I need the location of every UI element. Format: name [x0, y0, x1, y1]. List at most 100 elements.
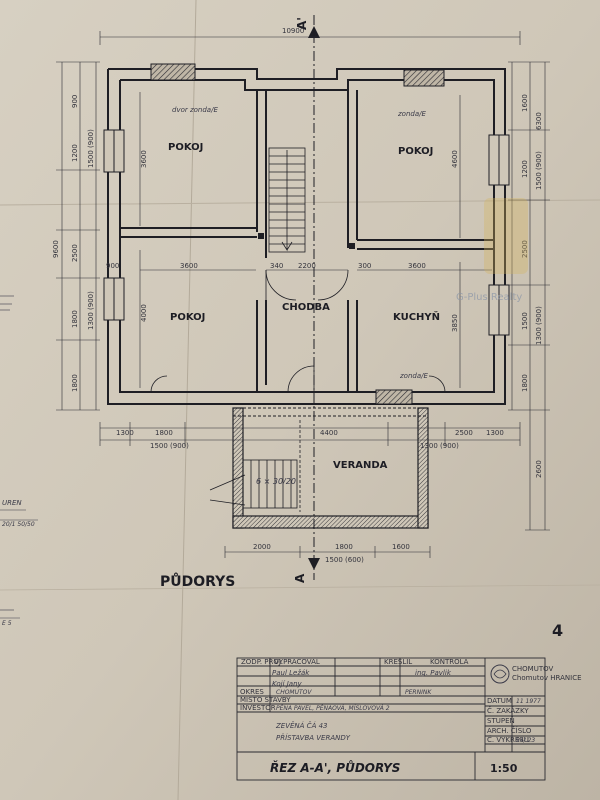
left-margin-marks [0, 295, 38, 619]
left-margin-text-1: UREN [2, 499, 22, 507]
tb-drawing-name: ŘEZ A-A', PŮDORYS [270, 760, 400, 775]
dim-right-total: 6300 [535, 112, 543, 130]
dim-right-6: 1300 (900) [535, 306, 543, 345]
section-marker-top: A' [295, 17, 309, 30]
room-label-pokoj-top-right: POKOJ [398, 146, 433, 157]
tb-name-2: Kojí Jany [272, 680, 303, 688]
dim-left-6: 1300 (900) [87, 291, 95, 330]
drawing-title: PŮDORYS [160, 572, 235, 590]
fold-line-horizontal-2 [0, 584, 600, 591]
chimney-kitchen [375, 389, 413, 405]
tb-header-3: KRESLIL [384, 658, 412, 666]
dim-veranda-2: 1800 [335, 543, 353, 551]
room-label-chodba: CHODBA [282, 302, 330, 313]
dim-room-kit-v: 3850 [451, 314, 459, 332]
dim-right-4: 2500 [521, 240, 529, 258]
tb-description-1: ZEVĚNÁ ČÁ 43 [275, 721, 328, 730]
tb-header-1: ZODP. PROJ. [241, 658, 283, 666]
room-label-pokoj-bottom-left: POKOJ [170, 312, 205, 323]
dim-right-3: 1500 (900) [535, 151, 543, 190]
column-marker [258, 233, 264, 239]
room-label-kuchyn: KUCHYŇ [393, 310, 440, 323]
door-swings [150, 269, 446, 393]
watermark-text: G-Plus Realty [456, 292, 522, 303]
note-stairs: 6 × 30/20 [256, 477, 296, 486]
dim-bottom-3: 1500 (900) [150, 442, 189, 450]
tb-field-5: Č. VÝKRESU [487, 735, 529, 744]
dim-room-bl-v: 4000 [140, 304, 148, 322]
tb-label-okres: OKRES [240, 688, 264, 696]
dim-bottom-5: 2500 [455, 429, 473, 437]
title-block [236, 657, 546, 781]
tb-value-date: 11 1977 [516, 698, 541, 705]
dim-bottom-2: 1800 [155, 429, 173, 437]
dim-short-1: 340 [270, 262, 283, 270]
left-margin-text-2: 20/1 50/50 [2, 521, 35, 528]
dim-room-tl-v: 3600 [140, 150, 148, 168]
interior-staircase [268, 147, 306, 253]
tb-logo-sub: Chomutov HRANICE [512, 674, 582, 682]
tb-logo-text: CHOMUTOV [512, 665, 553, 673]
note-chimney-top-left: dvor zonda/E [172, 106, 218, 114]
dim-right-2: 1200 [521, 160, 529, 178]
tb-name-3: ing. Pavlik [415, 669, 452, 677]
tb-scale: 1:50 [490, 762, 518, 775]
tb-value-misto: PERNINK [405, 689, 432, 696]
chimney-top-left [150, 63, 196, 81]
dim-veranda-1: 2000 [253, 543, 271, 551]
dim-overall-height: 9600 [52, 240, 60, 258]
dim-bottom-1: 1300 [116, 429, 134, 437]
section-arrow-top [308, 26, 320, 38]
dim-left-4: 2500 [71, 244, 79, 262]
tb-field-2: Č. ZAKÁZKY [487, 706, 529, 715]
dimension-lines [56, 31, 550, 558]
watermark-logo [484, 198, 528, 274]
column-marker [349, 243, 355, 249]
dim-room-h-mid: 2200 [298, 262, 316, 270]
dim-left-7: 1800 [71, 374, 79, 392]
dim-veranda-3: 1600 [392, 543, 410, 551]
dim-overall-width: 10900 [282, 27, 304, 35]
dim-left-1: 900 [71, 95, 79, 108]
tb-value-investor: PĚNA PAVEL, PĚNAOVÁ, MÍSLOVOVÁ 2 [276, 704, 390, 712]
dim-bottom-4: 4400 [320, 429, 338, 437]
dim-room-tr-v: 4600 [451, 150, 459, 168]
fold-line-vertical [177, 0, 197, 800]
dim-bottom-6: 1300 [486, 429, 504, 437]
dim-left-3: 1500 (900) [87, 129, 95, 168]
tb-label-misto: MÍSTO STAVBY [240, 695, 291, 704]
veranda-stairs [209, 459, 298, 509]
dim-right-1: 1600 [521, 94, 529, 112]
fold-line-horizontal [0, 199, 600, 206]
section-arrow-bottom [308, 558, 320, 570]
tb-header-2: VYPRACOVAL [274, 658, 320, 666]
dim-right-8: 2600 [535, 460, 543, 478]
dim-room-h-left: 3600 [180, 262, 198, 270]
sheet-number: 4 [552, 621, 563, 640]
tb-label-investor: INVESTOR [240, 704, 276, 712]
dim-short-2: 300 [358, 262, 371, 270]
tb-value-drawing-no: 94/ 23 [516, 737, 535, 744]
tb-field-1: DATUM [487, 697, 512, 705]
dim-right-5: 1500 [521, 312, 529, 330]
veranda-walls [232, 407, 429, 529]
tb-field-3: STUPEŇ [487, 716, 515, 725]
tb-value-okres: CHOMUTOV [276, 689, 312, 696]
dim-room-h-right: 3600 [408, 262, 426, 270]
tb-name-1: Paul Ležák [272, 669, 310, 677]
dim-short-3: 900 [106, 262, 119, 270]
windows [103, 129, 510, 336]
left-margin-text-3: E 5 [2, 620, 12, 627]
tb-header-4: KONTROLA [430, 658, 469, 666]
dim-left-2: 1200 [71, 144, 79, 162]
exterior-walls [107, 68, 506, 405]
dim-left-5: 1800 [71, 310, 79, 328]
tb-description-2: PŘÍSTAVBA VERANDY [276, 733, 351, 742]
dim-right-7: 1800 [521, 374, 529, 392]
chimney-top-right [403, 69, 445, 87]
room-label-veranda: VERANDA [333, 460, 388, 471]
note-chimney-kitchen: zonda/E [399, 372, 428, 380]
interior-walls [120, 90, 494, 392]
